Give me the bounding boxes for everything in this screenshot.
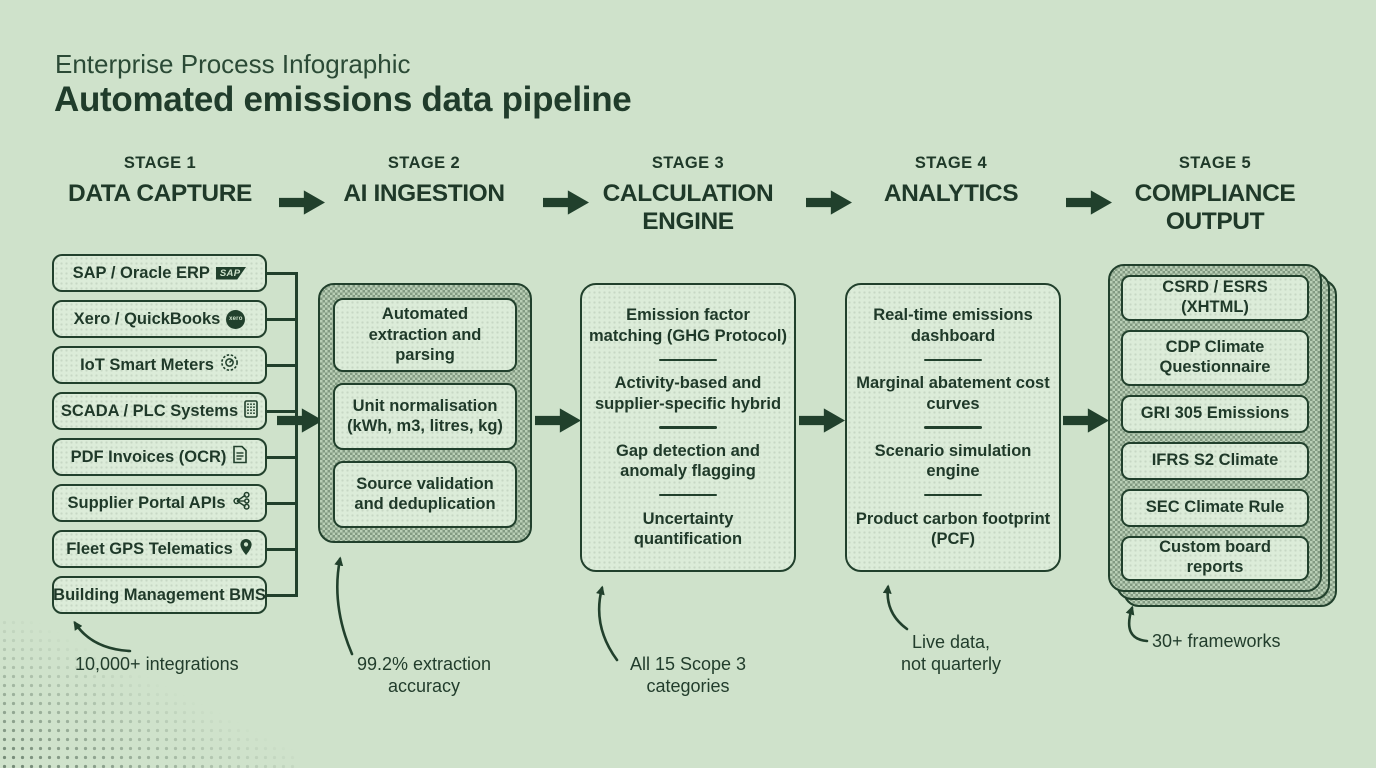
compliance-output-box: SEC Climate Rule <box>1121 488 1309 527</box>
stage-2-name: AI INGESTION <box>343 180 505 207</box>
analytics-function: Product carbon footprint (PCF) <box>855 509 1051 549</box>
stage-4-label: STAGE 4 <box>914 154 988 172</box>
source-label: Supplier Portal APIs <box>67 493 226 512</box>
api-nodes-icon <box>232 491 252 515</box>
analytics-function: Marginal abatement cost curves <box>856 373 1050 413</box>
annotation-frameworks: 30+ frameworks <box>1152 631 1281 651</box>
connector-bus <box>295 272 298 597</box>
compliance-output-box: CDP Climate Questionnaire <box>1121 329 1309 386</box>
annotation-live-data: Live data, not quarterly <box>900 632 1002 674</box>
connector-stub <box>266 594 297 597</box>
stage-2-label: STAGE 2 <box>387 154 461 172</box>
compliance-output-box: Custom board reports <box>1121 535 1309 581</box>
stage-5-name: COMPLIANCE OUTPUT <box>1134 180 1296 236</box>
compliance-output-panel: CSRD / ESRS (XHTML) CDP Climate Question… <box>1108 264 1322 592</box>
stage-1-header: STAGE 1 DATA CAPTURE <box>50 154 270 208</box>
curved-arrow-icon <box>882 584 909 631</box>
flow-arrow-icon <box>543 190 589 215</box>
ai-ingestion-panel: Automated extraction and parsing Unit no… <box>318 283 532 543</box>
engine-function: Gap detection and anomaly flagging <box>616 441 760 481</box>
engine-function: Activity-based and supplier-specific hyb… <box>594 373 782 413</box>
divider <box>659 494 717 497</box>
plc-keypad-icon <box>244 399 258 423</box>
stage-3-header: STAGE 3 CALCULATION ENGINE <box>588 154 788 236</box>
source-box-fleet-gps: Fleet GPS Telematics <box>52 530 267 568</box>
annotation-accuracy: 99.2% extraction accuracy <box>356 654 492 696</box>
stage-3-label: STAGE 3 <box>651 154 725 172</box>
flow-arrow-icon <box>799 408 845 433</box>
source-label: Xero / QuickBooks <box>73 309 221 328</box>
compliance-output-box: IFRS S2 Climate <box>1121 441 1309 480</box>
flow-arrow-icon <box>1066 190 1112 215</box>
annotation-integrations: 10,000+ integrations <box>75 654 239 674</box>
analytics-function: Real-time emissions dashboard <box>873 306 1033 345</box>
flow-arrow-icon <box>535 408 581 433</box>
source-label: PDF Invoices (OCR) <box>70 447 227 466</box>
calculation-engine-box: Emission factor matching (GHG Protocol) … <box>580 283 796 572</box>
source-label: SAP / Oracle ERP <box>72 263 210 282</box>
stage-4-name: ANALYTICS <box>883 180 1019 207</box>
source-box-scada: SCADA / PLC Systems <box>52 392 267 430</box>
divider <box>659 426 717 429</box>
source-label: IoT Smart Meters <box>80 355 214 374</box>
curved-arrow-icon <box>595 585 619 662</box>
engine-function: Emission factor matching (GHG Protocol) <box>589 306 787 345</box>
ingestion-step: Source validation and deduplication <box>333 460 517 528</box>
infographic-eyebrow: Enterprise Process Infographic <box>55 49 411 79</box>
source-box-supplier-apis: Supplier Portal APIs <box>52 484 267 522</box>
connector-stub <box>266 548 297 551</box>
connector-stub <box>266 272 297 275</box>
stage-5-label: STAGE 5 <box>1178 154 1252 172</box>
divider <box>924 494 982 497</box>
invoice-document-icon <box>232 445 248 469</box>
engine-function: Uncertainty quantification <box>633 509 743 549</box>
stage-1-name: DATA CAPTURE <box>68 180 252 207</box>
source-box-bms: Building Management BMS <box>52 576 267 614</box>
compliance-output-box: GRI 305 Emissions <box>1121 394 1309 433</box>
divider <box>924 426 982 429</box>
connector-stub <box>266 318 297 321</box>
curved-arrow-icon <box>1125 605 1149 643</box>
connector-stub <box>266 410 297 413</box>
stage-4-header: STAGE 4 ANALYTICS <box>841 154 1061 208</box>
divider <box>924 358 982 361</box>
divider <box>659 358 717 361</box>
analytics-function: Scenario simulation engine <box>874 441 1032 481</box>
connector-stub <box>266 502 297 505</box>
analytics-box: Real-time emissions dashboard Marginal a… <box>845 283 1061 572</box>
annotation-scope3: All 15 Scope 3 categories <box>629 654 747 696</box>
connector-stub <box>266 364 297 367</box>
stage-1-label: STAGE 1 <box>123 154 197 172</box>
source-box-pdf: PDF Invoices (OCR) <box>52 438 267 476</box>
source-label: SCADA / PLC Systems <box>60 401 239 420</box>
halftone-corner-decoration <box>0 618 300 768</box>
stage-5-header: STAGE 5 COMPLIANCE OUTPUT <box>1115 154 1315 236</box>
stage-3-name: CALCULATION ENGINE <box>602 180 774 236</box>
source-box-accounting: Xero / QuickBooks xero <box>52 300 267 338</box>
source-label: Building Management BMS <box>53 585 266 604</box>
location-pin-icon <box>239 538 253 561</box>
smart-meter-gauge-icon <box>220 353 239 377</box>
infographic-title: Automated emissions data pipeline <box>54 80 632 119</box>
sap-logo-icon: SAP <box>215 266 247 280</box>
curved-arrow-icon <box>334 556 354 656</box>
ingestion-step: Automated extraction and parsing <box>333 298 517 372</box>
source-label: Fleet GPS Telematics <box>66 539 233 558</box>
ingestion-step: Unit normalisation (kWh, m3, litres, kg) <box>333 382 517 450</box>
xero-logo-icon: xero <box>226 309 246 329</box>
source-box-iot: IoT Smart Meters <box>52 346 267 384</box>
flow-arrow-icon <box>1063 408 1109 433</box>
connector-stub <box>266 456 297 459</box>
source-box-erp: SAP / Oracle ERP SAP <box>52 254 267 292</box>
stage-2-header: STAGE 2 AI INGESTION <box>314 154 534 208</box>
compliance-output-box: CSRD / ESRS (XHTML) <box>1121 275 1309 321</box>
